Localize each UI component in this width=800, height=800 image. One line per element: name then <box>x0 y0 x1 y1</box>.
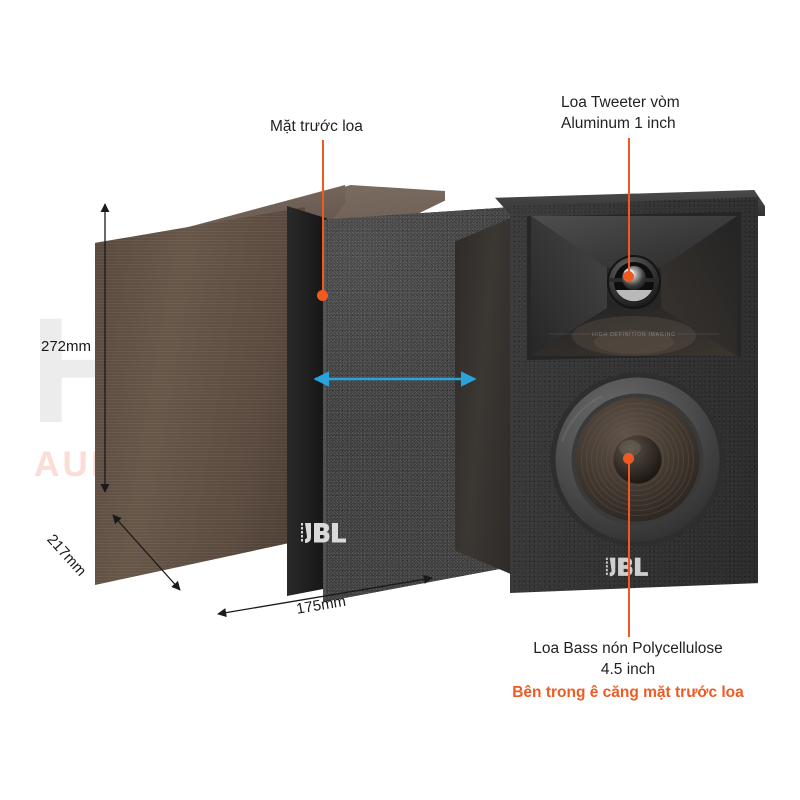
speaker-with-grille <box>95 185 513 605</box>
jbl-logo-baffle <box>605 555 661 579</box>
left-cabinet-side-panel <box>95 207 305 585</box>
callout-front-baffle-line <box>322 140 324 295</box>
callout-woofer-line1: Loa Bass nón Polycellulose <box>533 640 723 657</box>
depth-dimension-label: 217mm <box>43 531 90 580</box>
callout-tweeter-dot <box>623 271 634 282</box>
speaker-without-grille: HIGH DEFINITION IMAGING <box>455 190 765 600</box>
callout-tweeter-line2: Aluminum 1 inch <box>561 115 676 132</box>
jbl-logo-grille <box>300 520 360 546</box>
callout-woofer-line <box>628 459 630 637</box>
callout-front-baffle-dot <box>317 290 328 301</box>
callout-front-baffle-label: Mặt trước loa <box>270 118 363 135</box>
callout-woofer-highlight: Bên trong ê căng mặt trước loa <box>512 684 744 701</box>
callout-tweeter-line1: Loa Tweeter vòm <box>561 94 680 111</box>
callout-tweeter-line <box>628 138 630 276</box>
grille-left-rim <box>323 219 327 602</box>
woofer-driver <box>550 372 725 547</box>
horn-waveguide: HIGH DEFINITION IMAGING <box>531 216 737 356</box>
height-dimension-label: 272mm <box>41 338 92 355</box>
waveguide-label: HIGH DEFINITION IMAGING <box>592 332 676 338</box>
callout-woofer-line2: 4.5 inch <box>600 661 656 678</box>
